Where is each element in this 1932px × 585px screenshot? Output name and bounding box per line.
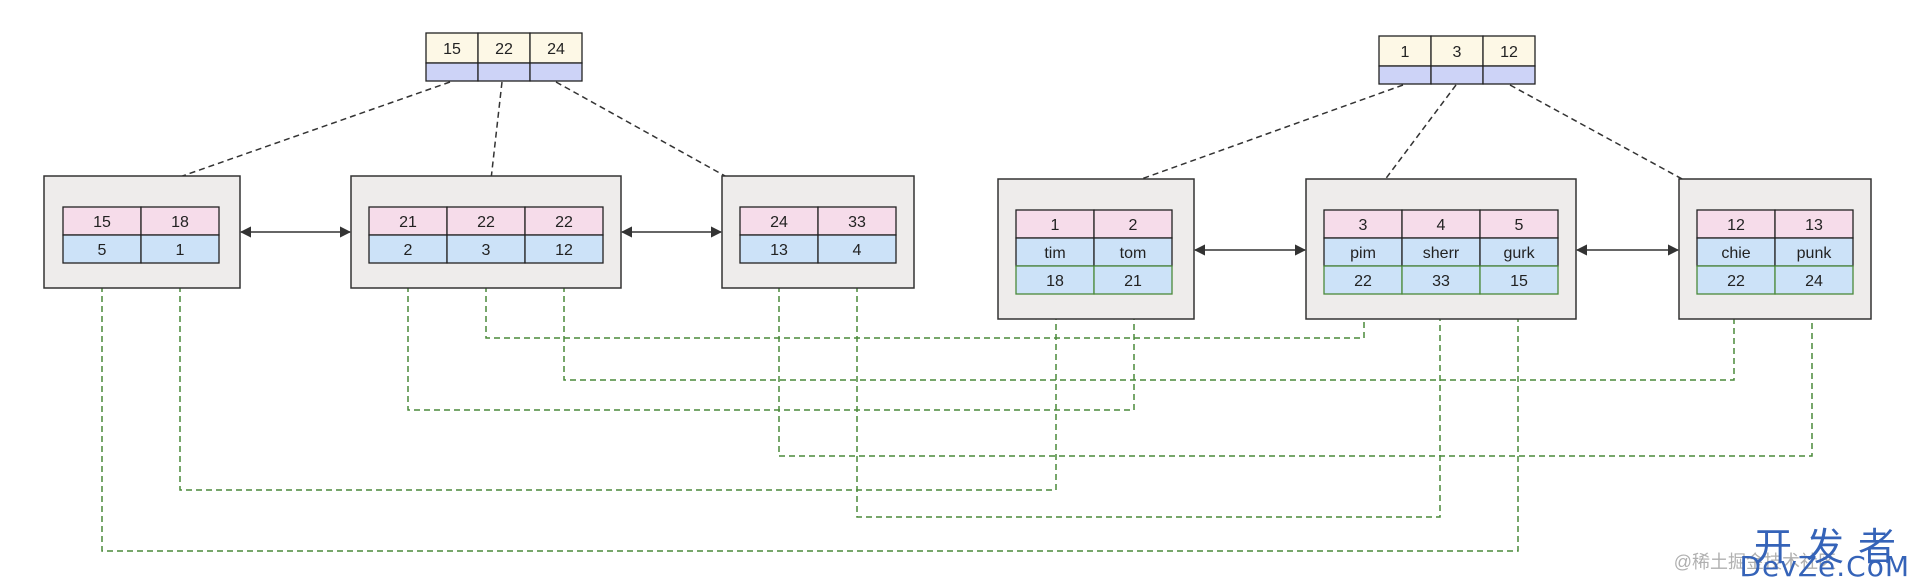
leaf-value-bg bbox=[1015, 237, 1095, 267]
leaf-value-bg bbox=[446, 234, 526, 264]
leaf-extra-bg bbox=[1774, 265, 1854, 295]
leaf-value: 12 bbox=[555, 242, 573, 259]
root-key: 15 bbox=[443, 41, 461, 58]
leaf-extra-bg bbox=[1015, 265, 1095, 295]
root-key: 22 bbox=[495, 41, 513, 58]
leaf-key: 21 bbox=[399, 214, 417, 231]
leaf-key: 13 bbox=[1805, 217, 1823, 234]
leaf-value-bg bbox=[1774, 237, 1854, 267]
root-pointer-bg bbox=[477, 62, 531, 82]
leaf-extra: 22 bbox=[1727, 273, 1745, 290]
leaf-key: 12 bbox=[1727, 217, 1745, 234]
link-13-to-24 bbox=[778, 266, 1818, 457]
root-pointer-bg bbox=[1482, 65, 1536, 85]
leaf-key: 2 bbox=[1129, 217, 1138, 234]
leaf-key: 5 bbox=[1515, 217, 1524, 234]
leaf-value-bg bbox=[524, 234, 604, 264]
leaf-key: 22 bbox=[555, 214, 573, 231]
link-2-to-21 bbox=[407, 266, 1140, 411]
leaf-value: gurk bbox=[1503, 245, 1535, 262]
watermark-caption: @稀土掘金技术社区 bbox=[1673, 552, 1836, 572]
leaf-value: tom bbox=[1120, 245, 1147, 262]
leaf-value-bg bbox=[1696, 237, 1776, 267]
leaf-extra-bg bbox=[1479, 265, 1559, 295]
leaf-key-bg bbox=[62, 206, 142, 236]
root-key-bg bbox=[425, 32, 479, 64]
root-key: 3 bbox=[1453, 44, 1462, 61]
leaf-value-bg bbox=[1479, 237, 1559, 267]
leaf-node-b-3: 12 chie 22 13 punk 24 bbox=[1678, 178, 1872, 320]
leaf-key-bg bbox=[817, 206, 897, 236]
leaf-extra-bg bbox=[1401, 265, 1481, 295]
leaf-value: tim bbox=[1044, 245, 1065, 262]
root-pointer-bg bbox=[529, 62, 583, 82]
leaf-extra: 21 bbox=[1124, 273, 1142, 290]
link-5-to-15 bbox=[101, 266, 1524, 552]
leaf-extra-bg bbox=[1323, 265, 1403, 295]
leaf-key-bg bbox=[1015, 209, 1095, 239]
root-node-b: 1 3 12 bbox=[1378, 35, 1536, 85]
leaf-value: 1 bbox=[176, 242, 185, 259]
link-4-to-33 bbox=[856, 266, 1446, 518]
leaf-key-bg bbox=[739, 206, 819, 236]
leaf-key: 4 bbox=[1437, 217, 1446, 234]
watermark-brand-top: 开发者 bbox=[1753, 525, 1910, 569]
leaf-key: 3 bbox=[1359, 217, 1368, 234]
leaf-extra-bg bbox=[1093, 265, 1173, 295]
leaf-extra: 18 bbox=[1046, 273, 1064, 290]
root-node-a: 15 22 24 bbox=[425, 32, 583, 82]
leaf-value: pim bbox=[1350, 245, 1376, 262]
root-pointer-bg bbox=[1430, 65, 1484, 85]
root-key-bg bbox=[1482, 35, 1536, 67]
leaf-value: chie bbox=[1721, 245, 1750, 262]
leaf-value: 4 bbox=[853, 242, 862, 259]
leaf-key-bg bbox=[524, 206, 604, 236]
leaf-value: 2 bbox=[404, 242, 413, 259]
link-12-to-22 bbox=[563, 266, 1740, 381]
leaf-value: sherr bbox=[1423, 245, 1460, 262]
leaf-key-bg bbox=[1479, 209, 1559, 239]
leaf-key: 33 bbox=[848, 214, 866, 231]
leaf-value: 3 bbox=[482, 242, 491, 259]
leaf-value-bg bbox=[817, 234, 897, 264]
leaf-key-bg bbox=[1696, 209, 1776, 239]
leaf-key: 1 bbox=[1051, 217, 1060, 234]
leaf-value: punk bbox=[1797, 245, 1833, 262]
root-key: 12 bbox=[1500, 44, 1518, 61]
link-3-to-22 bbox=[485, 266, 1370, 339]
leaf-key-bg bbox=[140, 206, 220, 236]
root-key-bg bbox=[529, 32, 583, 64]
leaf-key-bg bbox=[1774, 209, 1854, 239]
leaf-extra: 15 bbox=[1510, 273, 1528, 290]
link-1-to-18 bbox=[179, 266, 1062, 491]
leaf-key-bg bbox=[1401, 209, 1481, 239]
root-key: 24 bbox=[547, 41, 565, 58]
leaf-node-b-2: 3 pim 22 4 sherr 33 5 gurk 15 bbox=[1305, 178, 1577, 320]
watermark-brand-bottom: DevZe.CoM bbox=[1739, 550, 1910, 583]
leaf-value-bg bbox=[1093, 237, 1173, 267]
leaf-extra: 22 bbox=[1354, 273, 1372, 290]
leaf-value-bg bbox=[140, 234, 220, 264]
leaf-value-bg bbox=[1323, 237, 1403, 267]
leaf-node-a-1: 15 5 18 1 bbox=[43, 175, 241, 289]
leaf-value: 13 bbox=[770, 242, 788, 259]
leaf-key: 18 bbox=[171, 214, 189, 231]
root-pointer-bg bbox=[1378, 65, 1432, 85]
leaf-extra: 24 bbox=[1805, 273, 1823, 290]
leaf-node-b-1: 1 tim 18 2 tom 21 bbox=[997, 178, 1195, 320]
root-key: 1 bbox=[1401, 44, 1410, 61]
leaf-value-bg bbox=[62, 234, 142, 264]
pointer-b-2 bbox=[1362, 84, 1457, 210]
root-key-bg bbox=[1378, 35, 1432, 67]
leaf-key: 15 bbox=[93, 214, 111, 231]
leaf-key: 22 bbox=[477, 214, 495, 231]
leaf-value: 5 bbox=[98, 242, 107, 259]
root-pointer-bg bbox=[425, 62, 479, 82]
leaf-extra: 33 bbox=[1432, 273, 1450, 290]
leaf-key: 24 bbox=[770, 214, 788, 231]
leaf-node-a-3: 24 13 33 4 bbox=[721, 175, 915, 289]
